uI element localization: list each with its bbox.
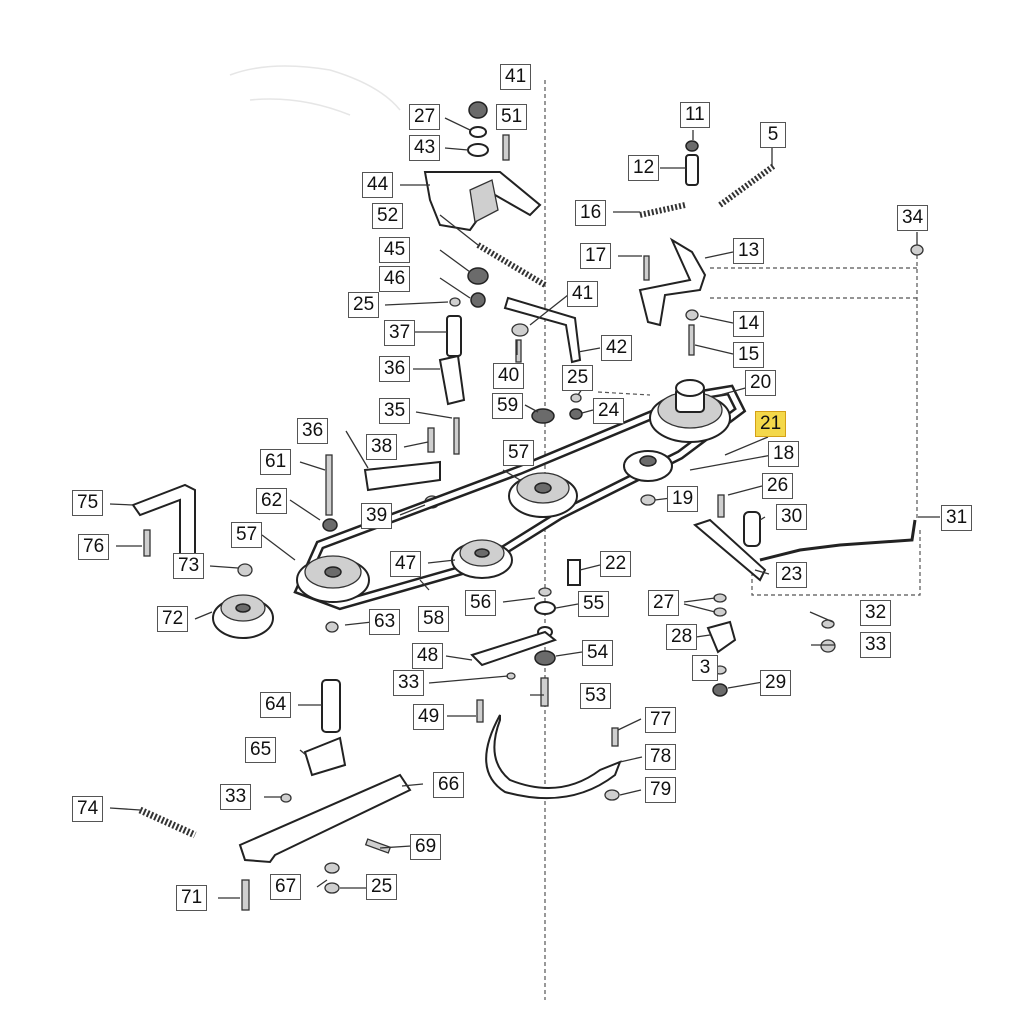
callout-74[interactable]: 74	[72, 796, 104, 822]
callout-63[interactable]: 63	[369, 609, 401, 635]
callout-21-highlighted[interactable]: 21	[755, 411, 787, 437]
callout-31[interactable]: 31	[941, 505, 973, 531]
callout-24[interactable]: 24	[593, 398, 625, 424]
callout-18[interactable]: 18	[768, 441, 800, 467]
lever-assembly	[638, 140, 924, 356]
bracket-42	[503, 296, 583, 424]
callout-66[interactable]: 66	[433, 772, 465, 798]
callout-30[interactable]: 30	[776, 504, 808, 530]
callout-55[interactable]: 55	[578, 591, 610, 617]
callout-25[interactable]: 25	[366, 874, 398, 900]
callout-33[interactable]: 33	[220, 784, 252, 810]
callout-13[interactable]: 13	[733, 238, 765, 264]
callout-51[interactable]: 51	[496, 104, 528, 130]
callout-20[interactable]: 20	[745, 370, 777, 396]
callout-59[interactable]: 59	[492, 393, 524, 419]
callout-39[interactable]: 39	[361, 503, 393, 529]
callout-32[interactable]: 32	[860, 600, 892, 626]
callout-27[interactable]: 27	[409, 104, 441, 130]
callout-44[interactable]: 44	[362, 172, 394, 198]
callout-25[interactable]: 25	[348, 292, 380, 318]
callout-73[interactable]: 73	[173, 553, 205, 579]
callout-33[interactable]: 33	[393, 670, 425, 696]
callout-15[interactable]: 15	[733, 342, 765, 368]
background-sketch	[229, 65, 401, 116]
callout-65[interactable]: 65	[245, 737, 277, 763]
callout-48[interactable]: 48	[412, 643, 444, 669]
callout-53[interactable]: 53	[580, 683, 612, 709]
callout-78[interactable]: 78	[645, 744, 677, 770]
callout-27[interactable]: 27	[648, 590, 680, 616]
upper-hardware	[322, 101, 547, 532]
callout-49[interactable]: 49	[413, 704, 445, 730]
callout-56[interactable]: 56	[465, 590, 497, 616]
callout-36[interactable]: 36	[379, 356, 411, 382]
callout-71[interactable]: 71	[176, 885, 208, 911]
callout-62[interactable]: 62	[256, 488, 288, 514]
callout-57[interactable]: 57	[503, 440, 535, 466]
callout-46[interactable]: 46	[379, 266, 411, 292]
callout-26[interactable]: 26	[762, 473, 794, 499]
callout-64[interactable]: 64	[260, 692, 292, 718]
callout-38[interactable]: 38	[366, 434, 398, 460]
assembly-guides	[544, 80, 921, 1000]
callout-77[interactable]: 77	[645, 707, 677, 733]
callout-58[interactable]: 58	[418, 606, 450, 632]
callout-25[interactable]: 25	[562, 365, 594, 391]
curved-link-78	[485, 714, 622, 801]
callout-22[interactable]: 22	[600, 551, 632, 577]
callout-35[interactable]: 35	[379, 398, 411, 424]
callout-17[interactable]: 17	[580, 243, 612, 269]
callout-52[interactable]: 52	[372, 203, 404, 229]
callout-40[interactable]: 40	[493, 363, 525, 389]
callout-34[interactable]: 34	[897, 205, 929, 231]
callout-42[interactable]: 42	[601, 335, 633, 361]
callout-37[interactable]: 37	[384, 320, 416, 346]
callout-16[interactable]: 16	[575, 200, 607, 226]
callout-41[interactable]: 41	[500, 64, 532, 90]
callout-67[interactable]: 67	[270, 874, 302, 900]
lower-left-parts	[138, 679, 412, 911]
callout-61[interactable]: 61	[260, 449, 292, 475]
callout-28[interactable]: 28	[666, 624, 698, 650]
lower-hardware	[470, 559, 581, 723]
callout-23[interactable]: 23	[776, 562, 808, 588]
callout-5[interactable]: 5	[760, 122, 786, 148]
callout-45[interactable]: 45	[379, 237, 411, 263]
callout-76[interactable]: 76	[78, 534, 110, 560]
callout-75[interactable]: 75	[72, 490, 104, 516]
callout-69[interactable]: 69	[410, 834, 442, 860]
callout-12[interactable]: 12	[628, 155, 660, 181]
callout-36[interactable]: 36	[297, 418, 329, 444]
right-linkage	[692, 494, 917, 697]
callout-3[interactable]: 3	[692, 655, 718, 681]
callout-33[interactable]: 33	[860, 632, 892, 658]
callout-29[interactable]: 29	[760, 670, 792, 696]
callout-72[interactable]: 72	[157, 606, 189, 632]
callout-19[interactable]: 19	[667, 486, 699, 512]
callout-57[interactable]: 57	[231, 522, 263, 548]
callout-14[interactable]: 14	[733, 311, 765, 337]
callout-47[interactable]: 47	[390, 551, 422, 577]
callout-79[interactable]: 79	[645, 777, 677, 803]
callout-54[interactable]: 54	[582, 640, 614, 666]
callout-43[interactable]: 43	[409, 135, 441, 161]
callout-41[interactable]: 41	[567, 281, 599, 307]
callout-11[interactable]: 11	[680, 102, 710, 128]
